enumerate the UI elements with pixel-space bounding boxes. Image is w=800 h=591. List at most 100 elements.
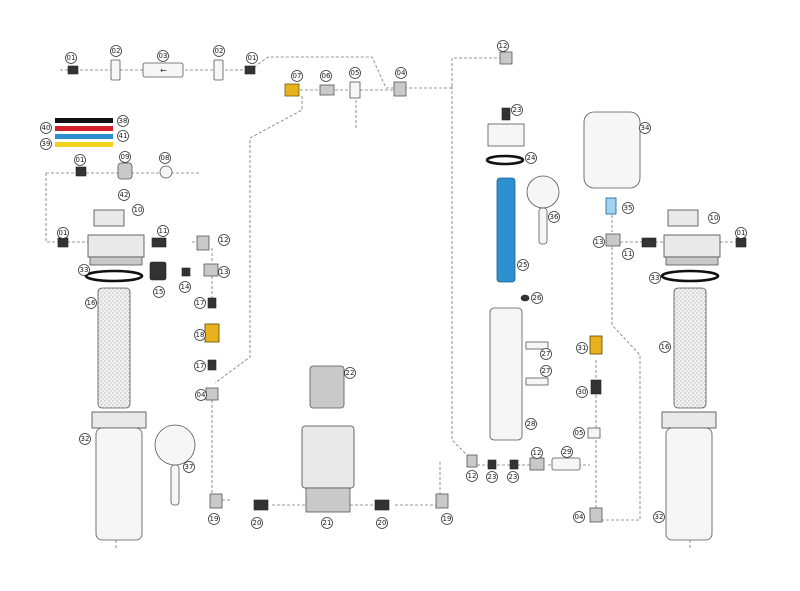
- svg-text:01: 01: [76, 156, 85, 164]
- callout: 24: [525, 152, 537, 164]
- fitting-17-lower: [207, 359, 217, 371]
- svg-text:24: 24: [527, 154, 536, 162]
- callout: 31: [576, 342, 588, 354]
- svg-text:33: 33: [651, 274, 660, 282]
- callouts: 01 02 03 02 01 07 06 05 04 12 23 24 25 3…: [40, 40, 747, 529]
- callout: 37: [183, 461, 195, 473]
- callout: 02: [213, 45, 225, 57]
- o-ring-33-left: [84, 269, 144, 283]
- fitting-20-left: [253, 499, 269, 511]
- housing-thread-right: [665, 256, 719, 266]
- clip-27-upper: [525, 341, 549, 350]
- svg-text:16: 16: [661, 343, 670, 351]
- left-prefilter-assembly: [57, 162, 210, 541]
- svg-text:28: 28: [527, 420, 536, 428]
- tube-legend: [55, 118, 113, 147]
- callout: 01: [57, 227, 69, 239]
- svg-text:41: 41: [119, 132, 128, 140]
- svg-text:06: 06: [322, 72, 331, 80]
- pump-head-21: [305, 487, 351, 513]
- tee-13-right: [605, 233, 621, 247]
- callout: 25: [517, 259, 529, 271]
- svg-text:14: 14: [181, 283, 190, 291]
- svg-text:16: 16: [87, 299, 96, 307]
- svg-text:26: 26: [533, 294, 542, 302]
- svg-text:04: 04: [397, 69, 406, 77]
- callout: 02: [110, 45, 122, 57]
- callout: 34: [639, 122, 651, 134]
- callout: 10: [708, 212, 720, 224]
- callout: 32: [653, 511, 665, 523]
- svg-text:37: 37: [185, 463, 194, 471]
- fitting-11-right: [641, 237, 657, 248]
- callout: 38: [117, 115, 129, 127]
- callout: 40: [40, 122, 52, 134]
- callout: 13: [218, 266, 230, 278]
- fitting-17-upper: [207, 297, 217, 309]
- svg-text:32: 32: [655, 513, 664, 521]
- svg-text:19: 19: [210, 515, 219, 523]
- tee-13-left: [203, 263, 219, 277]
- sediment-cartridge-16-right: [673, 287, 707, 409]
- housing-cap-left: [87, 234, 145, 258]
- svg-text:12: 12: [533, 449, 542, 457]
- callout: 19: [208, 513, 220, 525]
- svg-text:23: 23: [488, 473, 497, 481]
- svg-text:02: 02: [112, 47, 121, 55]
- elbow-12-left: [196, 235, 210, 251]
- callout: 08: [159, 152, 171, 164]
- callout: 35: [622, 202, 634, 214]
- housing-thread-left: [89, 256, 143, 266]
- svg-text:20: 20: [253, 519, 262, 527]
- svg-text:40: 40: [42, 124, 51, 132]
- fitting-11-left: [151, 237, 167, 248]
- callout: 15: [153, 286, 165, 298]
- callout: 29: [561, 446, 573, 458]
- callout: 12: [497, 40, 509, 52]
- fitting-23-a: [487, 459, 497, 470]
- fitting-01-small: [75, 166, 87, 177]
- svg-text:01: 01: [67, 54, 76, 62]
- svg-text:31: 31: [578, 344, 587, 352]
- callout: 20: [376, 517, 388, 529]
- callout: 12: [531, 447, 543, 459]
- housing-wrench-37: [154, 424, 196, 466]
- callout: 17: [194, 360, 206, 372]
- sump-top-32-right: [661, 411, 717, 429]
- o-ring-33-right: [660, 269, 720, 283]
- clip-05-top: [349, 81, 361, 99]
- flow-restrictor-29: [551, 457, 581, 471]
- valve-09: [117, 162, 133, 180]
- left-middle-components: [149, 261, 220, 506]
- bottom-pump-section: [209, 365, 449, 513]
- callout: 17: [194, 297, 206, 309]
- membrane-cap: [487, 123, 525, 147]
- clip-02-left: [110, 59, 121, 81]
- pressure-switch-15: [149, 261, 167, 281]
- booster-pump-21: [301, 425, 355, 489]
- callout: 23: [486, 471, 498, 483]
- svg-text:10: 10: [134, 206, 143, 214]
- svg-text:29: 29: [563, 448, 572, 456]
- elbow-19-left: [209, 493, 223, 509]
- callout: 18: [194, 329, 206, 341]
- svg-text:39: 39: [42, 140, 51, 148]
- sump-32-right: [665, 427, 713, 541]
- elbow-12-bottom-left: [466, 454, 478, 468]
- callout: 20: [251, 517, 263, 529]
- tee-04-left: [205, 387, 219, 401]
- svg-text:36: 36: [550, 213, 559, 221]
- svg-text:03: 03: [159, 52, 168, 60]
- svg-text:27: 27: [542, 350, 551, 358]
- ro-membrane-25: [496, 177, 516, 283]
- elbow-12-top: [499, 51, 513, 65]
- membrane-wrench-36: [526, 175, 560, 209]
- callout: 27: [540, 365, 552, 377]
- clip-02-right: [213, 59, 224, 81]
- elbow-12-bottom: [529, 457, 545, 471]
- svg-text:21: 21: [323, 519, 332, 527]
- tube-black: [55, 118, 113, 123]
- tube-yellow: [55, 142, 113, 147]
- membrane-housing-28: [489, 307, 523, 441]
- callout: 01: [735, 227, 747, 239]
